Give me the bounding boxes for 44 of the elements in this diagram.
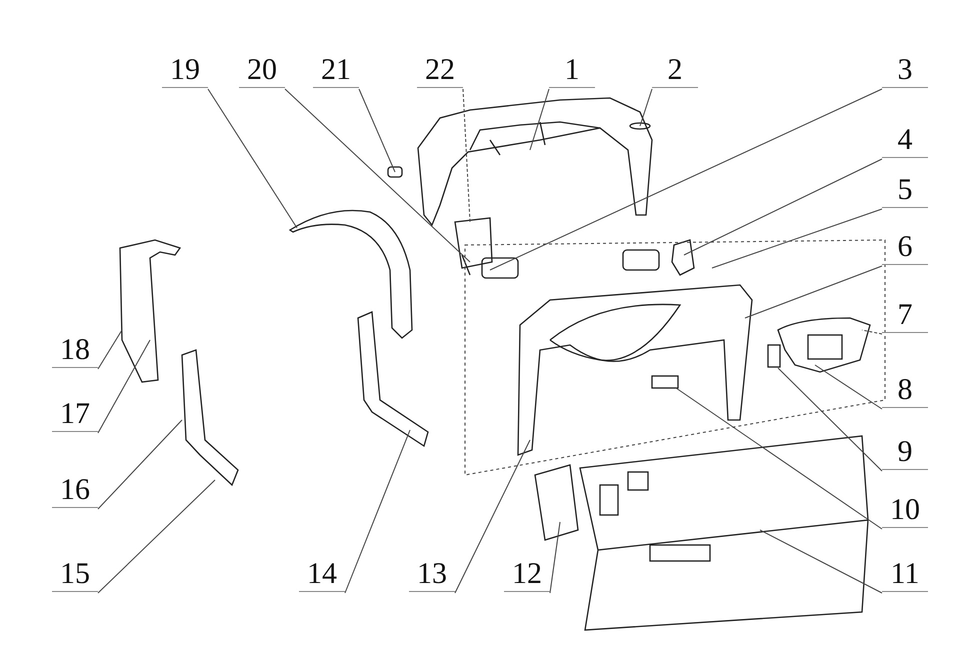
callout-number: 12 xyxy=(504,557,550,592)
callout-number: 16 xyxy=(52,473,98,508)
leader-line xyxy=(640,88,652,126)
leader-line xyxy=(98,420,182,510)
leader-line xyxy=(760,530,882,594)
leader-line xyxy=(684,158,882,256)
leader-line xyxy=(814,364,882,410)
leader-line xyxy=(862,330,882,334)
leader-line xyxy=(744,266,882,318)
callout-number: 9 xyxy=(882,435,928,470)
leader-line xyxy=(778,368,882,472)
callout-number: 17 xyxy=(52,397,98,432)
leader-line xyxy=(676,388,882,530)
leader-line xyxy=(358,88,396,172)
leader-line xyxy=(98,480,216,594)
callout-number: 22 xyxy=(417,53,463,88)
callout-number: 18 xyxy=(52,333,98,368)
leader-line xyxy=(98,340,150,434)
callout-number: 21 xyxy=(313,53,359,88)
leader-line xyxy=(490,88,882,270)
leader-line xyxy=(454,440,530,594)
callout-number: 3 xyxy=(882,53,928,88)
callout-number: 10 xyxy=(882,493,928,528)
leader-line xyxy=(208,88,298,228)
callout-number: 20 xyxy=(239,53,285,88)
callout-number: 8 xyxy=(882,373,928,408)
leader-line xyxy=(712,208,882,268)
callout-number: 4 xyxy=(882,123,928,158)
callout-number: 19 xyxy=(162,53,208,88)
leader-line xyxy=(344,430,410,594)
callout-number: 13 xyxy=(409,557,455,592)
callout-number: 7 xyxy=(882,298,928,333)
callout-number: 11 xyxy=(882,557,928,592)
callout-number: 14 xyxy=(299,557,345,592)
leader-line xyxy=(284,88,470,262)
leader-line xyxy=(98,330,122,370)
callout-number: 1 xyxy=(549,53,595,88)
callout-number: 5 xyxy=(882,173,928,208)
leader-line xyxy=(550,522,560,594)
leader-line xyxy=(530,88,550,150)
callout-number: 2 xyxy=(652,53,698,88)
leader-line xyxy=(462,88,470,222)
callout-number: 6 xyxy=(882,230,928,265)
callout-number: 15 xyxy=(52,557,98,592)
